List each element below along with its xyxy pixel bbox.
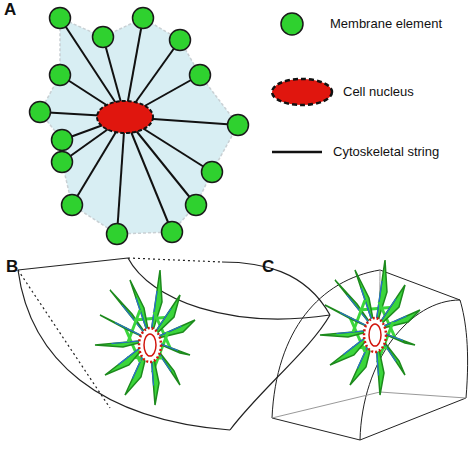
legend-text: Cell nucleus xyxy=(343,84,414,99)
membrane-network xyxy=(134,318,165,321)
panel-letter: A xyxy=(4,0,16,20)
cell xyxy=(320,260,420,395)
membrane-element xyxy=(186,195,207,216)
cell-rendering xyxy=(95,260,420,405)
membrane-element xyxy=(190,65,211,86)
legend-text: Membrane element xyxy=(330,16,442,31)
membrane-element xyxy=(50,8,71,29)
panel-letter: B xyxy=(6,257,18,277)
legend-symbols xyxy=(272,13,332,152)
cell-nucleus xyxy=(144,334,156,356)
legend-swatch xyxy=(272,79,332,105)
membrane-element xyxy=(202,162,223,183)
membrane-element xyxy=(133,8,154,29)
concave-substrate xyxy=(18,258,330,430)
legend-text: Cytoskeletal string xyxy=(333,144,439,159)
membrane-element xyxy=(93,27,114,48)
cell-nucleus xyxy=(364,318,386,352)
membrane-element xyxy=(52,152,73,173)
cytoskeletal-string xyxy=(117,117,125,234)
cytoplasm xyxy=(40,18,238,234)
membrane-element xyxy=(107,224,128,245)
membrane-element xyxy=(30,102,51,123)
membrane-element xyxy=(52,130,73,151)
cell xyxy=(95,270,195,405)
cell-nucleus xyxy=(97,101,153,133)
membrane-network xyxy=(128,310,140,342)
membrane-element xyxy=(228,115,249,136)
panel-letter: C xyxy=(262,257,274,277)
legend-swatch xyxy=(281,13,303,35)
convex-substrate xyxy=(272,270,468,440)
cell-nucleus xyxy=(369,324,381,346)
legend-line xyxy=(272,151,322,154)
membrane-element xyxy=(50,65,71,86)
membrane-network xyxy=(359,308,390,311)
cytoskeletal-string xyxy=(125,117,172,232)
cell-model xyxy=(30,8,249,245)
membrane-element xyxy=(162,222,183,243)
membrane-element xyxy=(170,30,191,51)
cell-nucleus xyxy=(139,328,161,362)
membrane-network xyxy=(353,300,365,332)
membrane-element xyxy=(62,195,83,216)
